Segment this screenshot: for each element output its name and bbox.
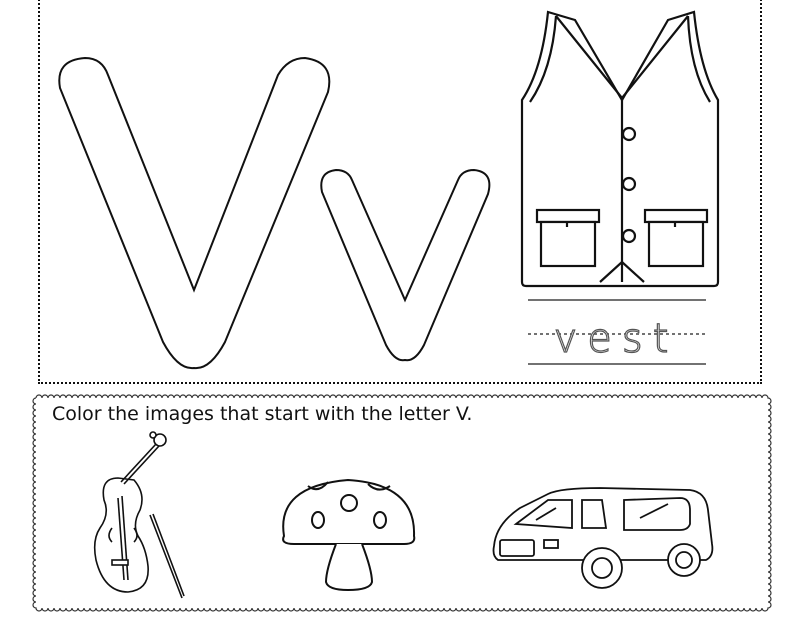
violin-picture[interactable] <box>93 431 185 599</box>
instruction-text: Color the images that start with the let… <box>52 403 473 425</box>
tracing-word-area: vest <box>526 296 706 366</box>
top-section-frame <box>38 0 762 384</box>
uppercase-letter-v <box>58 56 331 370</box>
tracing-word-vest: vest <box>553 315 679 362</box>
vest-picture[interactable] <box>520 10 720 288</box>
mushroom-picture[interactable] <box>282 478 416 592</box>
scalloped-border <box>32 394 772 612</box>
lowercase-letter-v <box>320 168 491 362</box>
tracing-lines <box>528 299 706 365</box>
van-picture[interactable] <box>492 487 714 589</box>
